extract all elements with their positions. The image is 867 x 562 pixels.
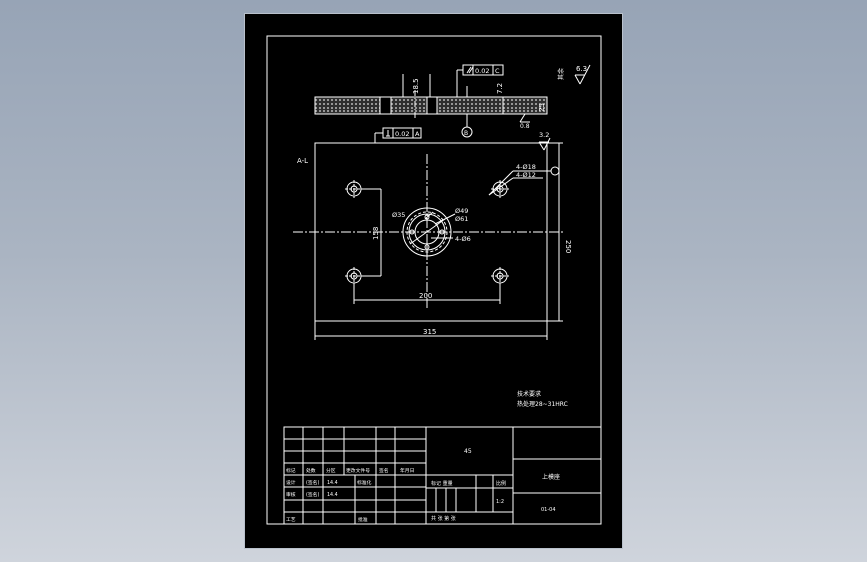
tb-r2-c1: 设计 [286, 479, 296, 486]
tb-r2-c4: 标准化 [357, 479, 372, 486]
tb-r2-c3: 14.4 [327, 480, 338, 486]
side-view [314, 64, 548, 138]
flatness-value: 0.02 [475, 67, 489, 75]
roughness-label: 其余 [557, 68, 565, 80]
tb-r3-c1: 审核 [286, 491, 296, 498]
axis-label: A-L [297, 157, 308, 165]
roughness-plan [538, 137, 551, 151]
tb-r3-c2: (签名) [306, 491, 319, 498]
dim-d61: Ø61 [455, 215, 468, 223]
tb-r1-c5: 签名 [379, 467, 389, 474]
holes-4x18: 4-Ø18 [516, 163, 536, 171]
datum-c: C [495, 67, 500, 75]
tb-r3-c3: 14.4 [327, 492, 338, 498]
holes-4x12: 4-Ø12 [516, 171, 536, 179]
tb-scale-label: 比例 [496, 480, 506, 487]
dim-158: 158 [372, 227, 380, 240]
tb-r4-c2: 批准 [358, 516, 368, 523]
tb-r1-c6: 年月日 [400, 467, 414, 474]
perpendicularity-frame [374, 127, 422, 143]
tb-material: 45 [464, 448, 472, 455]
tb-r1-c3: 分区 [326, 467, 336, 474]
plan-view [293, 142, 565, 340]
dim-d35: Ø35 [392, 211, 405, 219]
dim-d49: Ø49 [455, 207, 468, 215]
tb-drawing-no: 01-04 [541, 507, 556, 513]
roughness-value: 6.3 [576, 65, 587, 73]
dim-315: 315 [423, 328, 436, 336]
roughness-3-2: 3.2 [539, 131, 549, 139]
perpendicularity-value: 0.02 [395, 130, 409, 138]
tb-mark-label: 标记 重量 [431, 480, 453, 487]
tb-sheet-labels: 共 张 第 张 [431, 515, 456, 522]
title-block [283, 426, 602, 525]
tb-part-name: 上模座 [542, 473, 560, 481]
dim-25: 25 [538, 103, 546, 112]
holes-4x6: 4-Ø6 [455, 235, 471, 243]
datum-b: B [464, 130, 468, 137]
tb-scale: 1:2 [496, 499, 504, 505]
tb-r2-c2: (签名) [306, 479, 319, 486]
roughness-symbol [574, 64, 591, 85]
tb-r1-c1: 标记 [286, 467, 296, 474]
dim-7-2: 7.2 [496, 83, 504, 94]
tb-r1-c4: 更改文件号 [346, 467, 370, 474]
drawing-sheet: 6.3 其余 0.02 C 18.5 7.2 25 0.8 B 0.02 A 3… [244, 13, 623, 549]
tb-r4-c1: 工艺 [286, 517, 296, 523]
tb-r1-c2: 处数 [306, 467, 316, 474]
datum-a: A [415, 130, 420, 138]
dim-18-5: 18.5 [412, 78, 420, 94]
cad-drawing: 6.3 其余 0.02 C 18.5 7.2 25 0.8 B 0.02 A 3… [266, 35, 602, 525]
notes-line1: 热处理28~31HRC [517, 400, 568, 408]
dim-250: 250 [564, 240, 572, 253]
dim-200: 200 [419, 292, 432, 300]
notes-title: 技术要求 [517, 390, 541, 398]
roughness-0-8: 0.8 [520, 123, 530, 130]
